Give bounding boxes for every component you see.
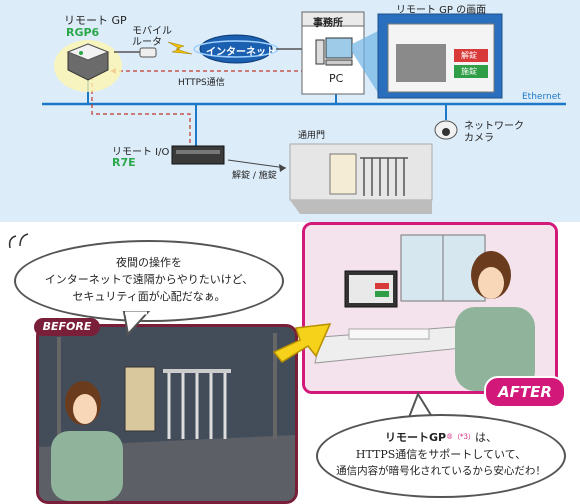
office-label: 事務所 bbox=[313, 18, 343, 29]
before-tag-text: BEFORE bbox=[42, 320, 92, 333]
after-speech-bubble: リモートGP®（*3）は、 HTTPS通信をサポートしていて、 通信内容が暗号化… bbox=[316, 414, 566, 498]
gate-label: 通用門 bbox=[298, 131, 326, 141]
system-diagram-graphics bbox=[42, 11, 566, 214]
before-speech-bubble: 夜間の操作を インターネットで遠隔からやりたいけど、 セキュリティ面が心配だなぁ… bbox=[14, 240, 284, 322]
after-tag-text: AFTER bbox=[498, 383, 552, 401]
pc-tower bbox=[315, 39, 325, 65]
gp-name-label: リモート GP bbox=[64, 14, 127, 27]
lock-unlock-label: 解錠 / 施錠 bbox=[232, 171, 277, 181]
screen-lock-button bbox=[454, 65, 488, 78]
before-bubble-line2: インターネットで遠隔からやりたいけど、 bbox=[44, 273, 254, 286]
after-bubble-line3: 通信内容が暗号化されているから安心だわ！ bbox=[336, 465, 546, 477]
screen-title-label: リモート GP の画面 bbox=[396, 5, 487, 16]
io-name-label: リモート I/O bbox=[112, 147, 170, 158]
mobile-router-label: モバイル ルータ bbox=[132, 26, 172, 48]
camera-label: ネットワーク カメラ bbox=[464, 121, 524, 144]
mobile-router bbox=[139, 47, 157, 58]
io-model-label: R7E bbox=[112, 156, 136, 169]
screen-gate-image bbox=[396, 44, 446, 82]
ethernet-label: Ethernet bbox=[522, 92, 561, 102]
after-bubble-brand: リモートGP bbox=[384, 431, 447, 444]
remote-io-device bbox=[171, 145, 225, 165]
before-after-arrow bbox=[272, 323, 332, 363]
before-bubble-tail bbox=[122, 311, 151, 336]
internet-label: インターネット bbox=[206, 47, 276, 58]
before-bubble-line1: 夜間の操作を bbox=[116, 256, 182, 269]
pc-monitor bbox=[325, 37, 353, 59]
gate-door bbox=[124, 366, 156, 432]
after-bubble-note: ®（*3） bbox=[446, 433, 476, 441]
before-illustration bbox=[36, 324, 298, 504]
screen-unlock-button bbox=[454, 49, 488, 62]
https-label: HTTPS通信 bbox=[178, 78, 225, 88]
screen-lock-label: 施錠 bbox=[461, 67, 477, 76]
after-bubble-line1-tail: は、 bbox=[475, 431, 498, 444]
before-tag: BEFORE bbox=[34, 318, 100, 336]
worry-marks bbox=[8, 233, 29, 249]
after-illustration bbox=[302, 222, 558, 394]
gp-model-label: RGP6 bbox=[66, 26, 100, 39]
after-scene bbox=[305, 225, 555, 391]
https-path-io bbox=[91, 76, 191, 146]
pc-label: PC bbox=[329, 72, 344, 85]
after-bubble-line2: HTTPS通信をサポートしていて、 bbox=[355, 448, 527, 461]
woman-before-body bbox=[51, 431, 123, 501]
wireless-bolt bbox=[167, 41, 193, 55]
screen-unlock-label: 解錠 bbox=[461, 51, 477, 60]
woman-after-body bbox=[455, 307, 535, 391]
gate-image bbox=[289, 143, 433, 201]
after-tag: AFTER bbox=[484, 376, 566, 408]
before-scene bbox=[39, 327, 295, 501]
before-bubble-line3: セキュリティ面が心配だなぁ。 bbox=[72, 290, 226, 303]
